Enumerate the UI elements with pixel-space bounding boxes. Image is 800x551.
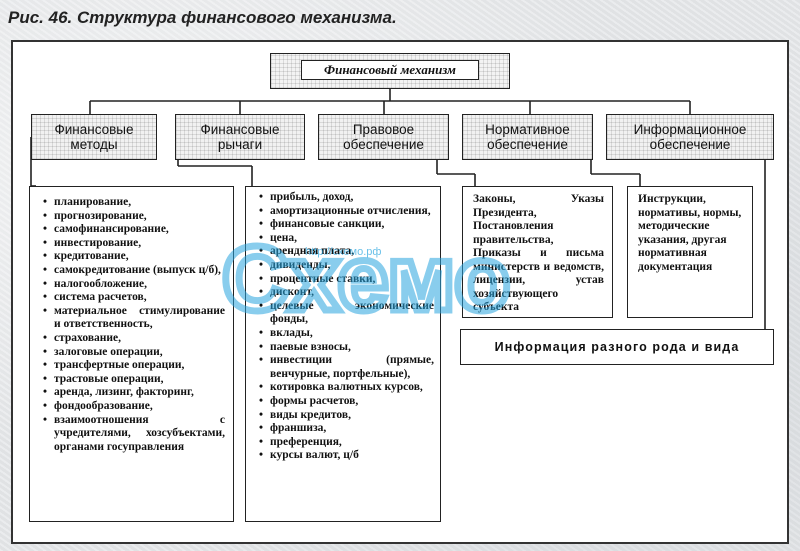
list-item: целевые экономические фонды, [256,300,434,327]
category-label-line: Информационное [633,122,747,137]
root-title: Финансовый механизм [301,60,479,80]
information-box: Информация разного рода и вида [460,329,774,365]
category-label-line: обеспечение [343,137,424,152]
caption: Рис. 46. Структура финансового механизма… [8,8,397,27]
list-item: дивиденды, [256,259,434,273]
list-item: дисконт, [256,286,434,300]
list-item: курсы валют, ц/б [256,449,434,463]
category-label-line: рычаги [217,137,263,152]
category-label-line: методы [70,137,118,152]
category-label-line: Правовое [352,122,415,137]
list-item: налогообложение, [40,278,225,292]
list-item: фондообразование, [40,400,225,414]
list-item: залоговые операции, [40,346,225,360]
list-item: инвестиции (прямые, венчурные, портфельн… [256,354,434,381]
list-item: формы расчетов, [256,395,434,409]
list-item: система расчетов, [40,291,225,305]
list-item: материальное стимулирование и ответствен… [40,305,225,332]
list-item: самофинансирование, [40,223,225,237]
financial-levers-list: прибыль, доход,амортизационные отчислени… [245,186,441,522]
list-item: паевые взносы, [256,341,434,355]
list-item: взаимоотношения с учредителями, хозсубъе… [40,414,225,455]
financial-methods-list: планирование,прогнозирование,самофинанси… [29,186,234,522]
list-item: планирование, [40,196,225,210]
category-label-line: Финансовые [54,122,134,137]
list-item: прибыль, доход, [256,191,434,205]
list-item: амортизационные отчисления, [256,205,434,219]
list-item: прогнозирование, [40,210,225,224]
list-item: цена, [256,232,434,246]
list-item: котировка валютных курсов, [256,381,434,395]
list-item: финансовые санкции, [256,218,434,232]
list-item: трансфертные операции, [40,359,225,373]
list-item: франшиза, [256,422,434,436]
legal-support-box: Законы, Указы Президента, Постановления … [462,186,613,318]
list-item: кредитование, [40,250,225,264]
list-item: инвестирование, [40,237,225,251]
list-item: арендная плата, [256,245,434,259]
normative-support-box: Инструкции, нормативы, нормы, методическ… [627,186,753,318]
root-box: Финансовый механизм [270,53,510,89]
list-item: вклады, [256,327,434,341]
category-label-line: обеспечение [487,137,568,152]
list-item: преференция, [256,436,434,450]
list-item: процентные ставки, [256,273,434,287]
watermark-url: http://схемо.рф [305,246,382,258]
list-item: аренда, лизинг, факторинг, [40,386,225,400]
list-item: трастовые операции, [40,373,225,387]
category-label-line: Финансовые [200,122,280,137]
list-item: виды кредитов, [256,409,434,423]
list-item: самокредитование (выпуск ц/б), [40,264,225,278]
list-item: страхование, [40,332,225,346]
category-label-line: обеспечение [649,137,731,152]
category-label-line: Нормативное [485,122,570,137]
